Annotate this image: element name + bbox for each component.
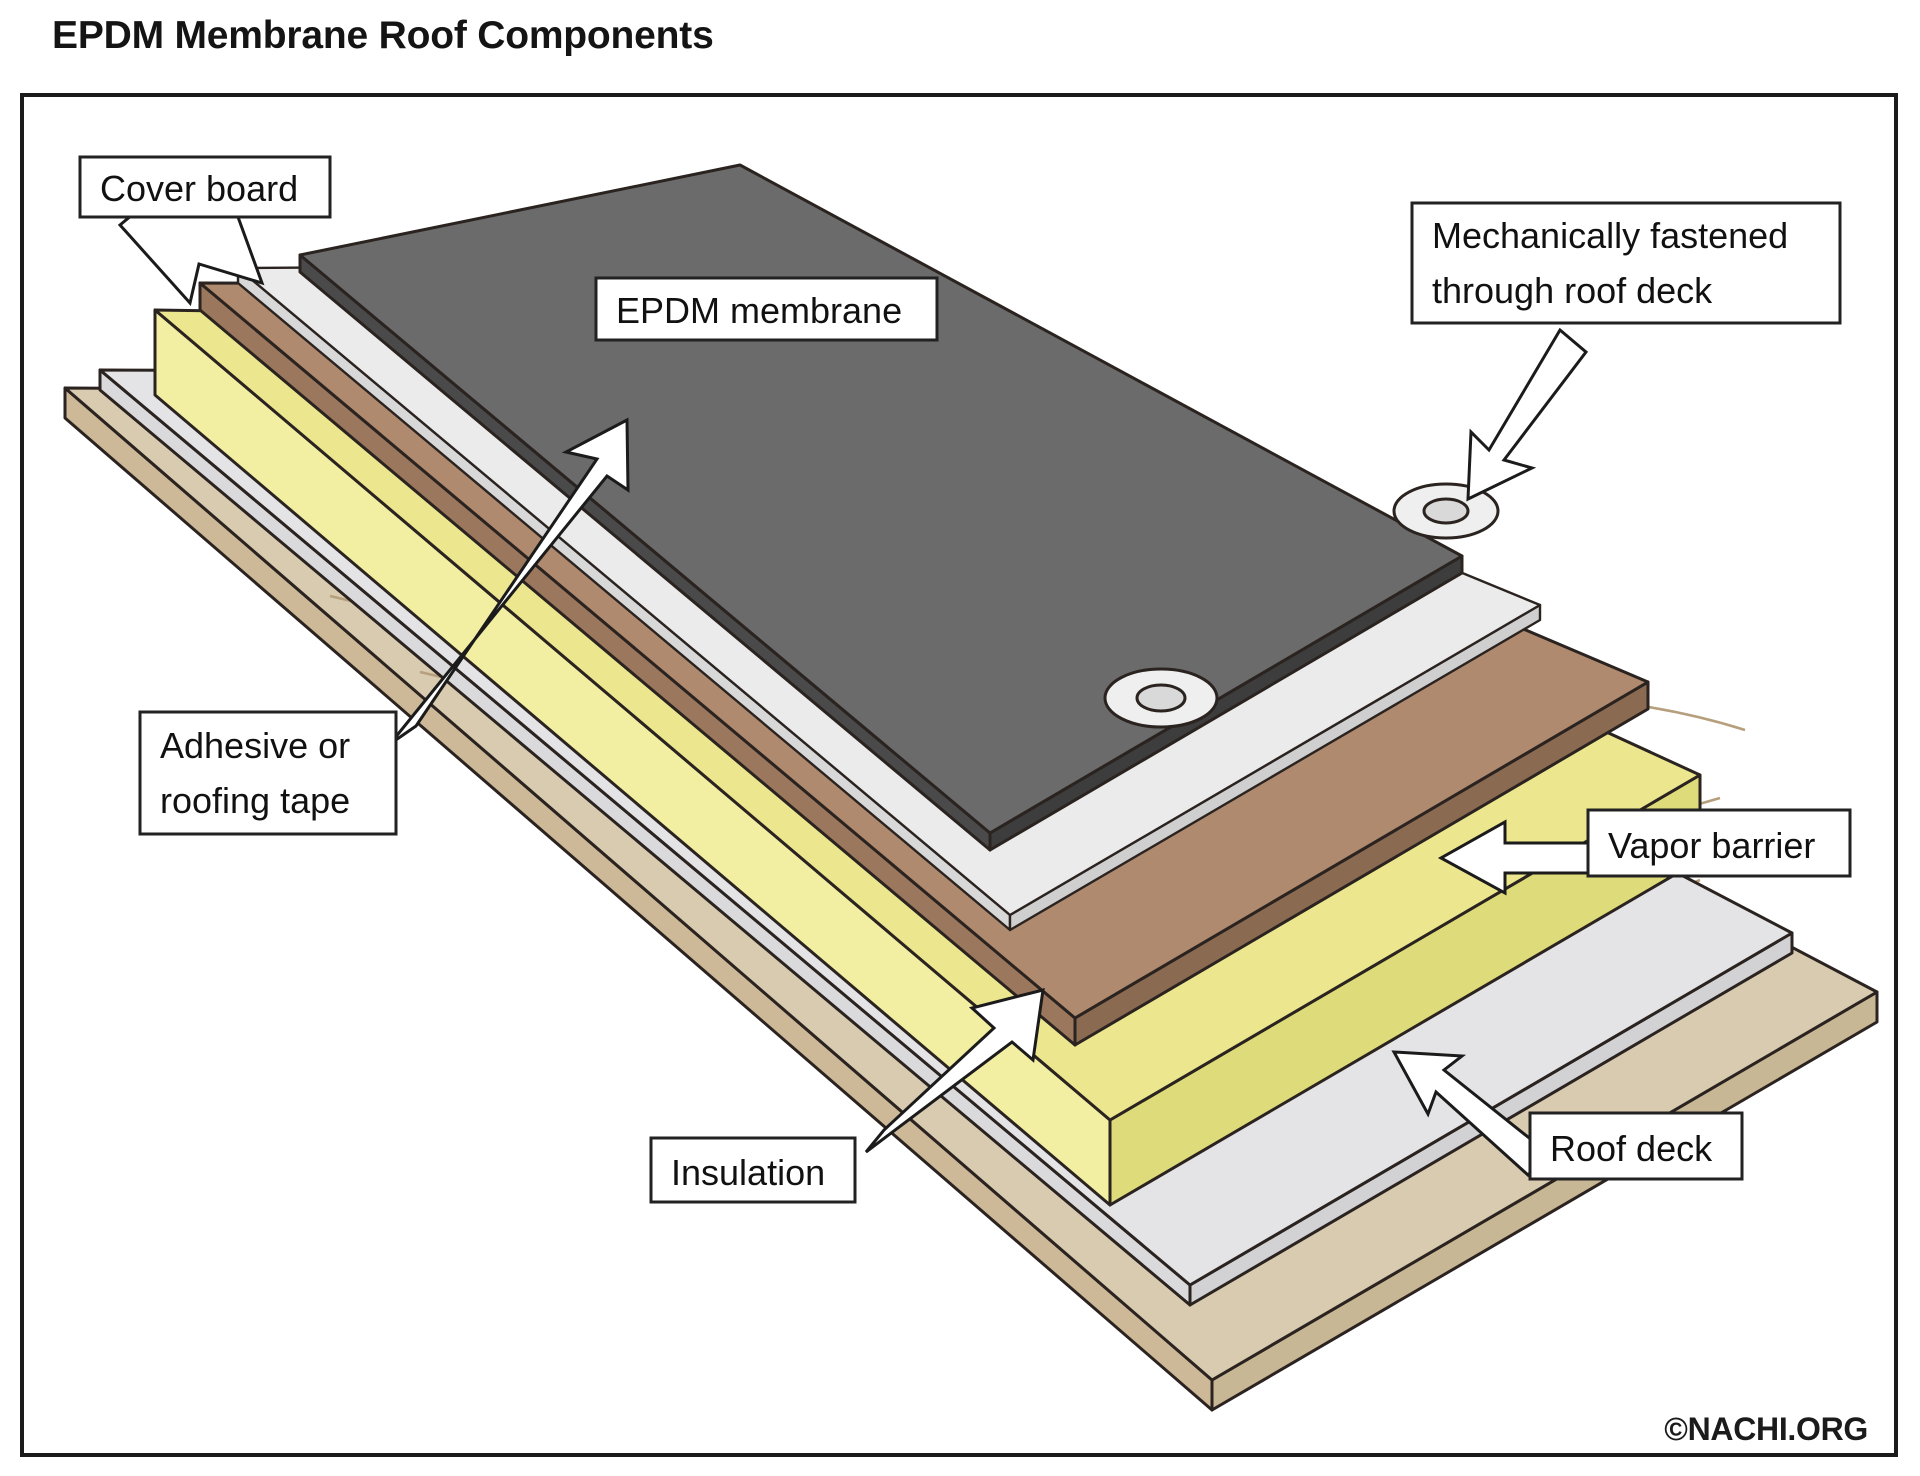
label-insulation-text: Insulation xyxy=(671,1152,825,1193)
label-mechanically-fastened-line2: through roof deck xyxy=(1432,270,1713,311)
vapor-barrier-arrow xyxy=(1437,819,1596,896)
copyright-notice: ©NACHI.ORG xyxy=(1664,1411,1868,1447)
label-mechanically-fastened-line1: Mechanically fastened xyxy=(1432,215,1788,256)
label-epdm-membrane[interactable]: EPDM membrane xyxy=(594,276,939,342)
page-title: EPDM Membrane Roof Components xyxy=(52,14,714,57)
mechanically-fastened-arrow xyxy=(1466,327,1589,502)
label-vapor-barrier[interactable]: Vapor barrier xyxy=(1586,808,1852,878)
layer-epdm-membrane xyxy=(298,163,1464,852)
label-adhesive-line2: roofing tape xyxy=(160,780,350,821)
label-adhesive-tape[interactable]: Adhesive or roofing tape xyxy=(138,710,398,836)
washer-left xyxy=(1103,667,1219,729)
label-adhesive-line1: Adhesive or xyxy=(160,725,350,766)
insulation-arrow xyxy=(864,987,1045,1154)
label-cover-board-text: Cover board xyxy=(100,168,298,209)
adhesive-arrow xyxy=(388,417,630,746)
label-cover-board[interactable]: Cover board xyxy=(78,155,332,219)
label-insulation[interactable]: Insulation xyxy=(649,1136,857,1204)
washer-right xyxy=(1392,482,1500,540)
label-vapor-barrier-text: Vapor barrier xyxy=(1608,825,1815,866)
label-epdm-membrane-text: EPDM membrane xyxy=(616,290,902,331)
roof-deck-arrow xyxy=(1391,1050,1551,1178)
label-roof-deck[interactable]: Roof deck xyxy=(1528,1111,1744,1181)
label-mechanically-fastened[interactable]: Mechanically fastened through roof deck xyxy=(1410,201,1842,325)
label-roof-deck-text: Roof deck xyxy=(1550,1128,1713,1169)
